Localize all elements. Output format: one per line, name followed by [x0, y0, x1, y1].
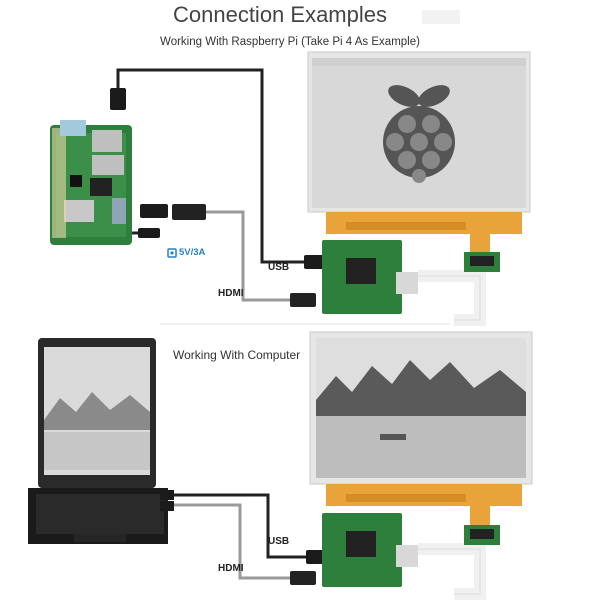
computer-section-title: Working With Computer — [173, 348, 301, 362]
laptop-screen-landscape — [44, 392, 150, 470]
connector-board-bottom — [464, 525, 500, 545]
pi-usb-label: USB — [268, 262, 290, 273]
pi-hdmi-label: HDMI — [218, 288, 244, 299]
pi-hdmi-cable — [140, 204, 316, 307]
pi-usb-cable — [110, 68, 324, 269]
raspberry-pi-board — [50, 125, 132, 245]
eink-display-bottom — [309, 331, 533, 485]
pi-section-title: Working With Raspberry Pi (Take Pi 4 As … — [160, 36, 420, 48]
section-divider — [160, 323, 450, 325]
computer-hdmi-label: HDMI — [218, 563, 244, 574]
display-driver-board-top — [322, 240, 418, 314]
display-driver-board-bottom — [322, 513, 418, 587]
white-ribbon-bottom — [418, 543, 486, 600]
ethernet-port — [60, 120, 86, 136]
raspberry-pi-logo-icon — [383, 85, 455, 183]
laptop-usb-cable — [160, 490, 326, 564]
white-ribbon-top — [418, 270, 486, 326]
power-icon — [167, 248, 177, 258]
pi-power-cable — [128, 228, 160, 238]
fpc-ribbon-bottom — [326, 484, 522, 526]
fpc-ribbon-top — [326, 212, 522, 254]
page-title: Connection Examples — [172, 2, 387, 27]
connector-board-top — [464, 252, 500, 272]
laptop-hdmi-cable — [160, 501, 316, 585]
power-spec-label: 5V/3A — [179, 247, 206, 258]
computer-usb-label: USB — [268, 536, 290, 547]
header-decoration — [422, 10, 460, 24]
